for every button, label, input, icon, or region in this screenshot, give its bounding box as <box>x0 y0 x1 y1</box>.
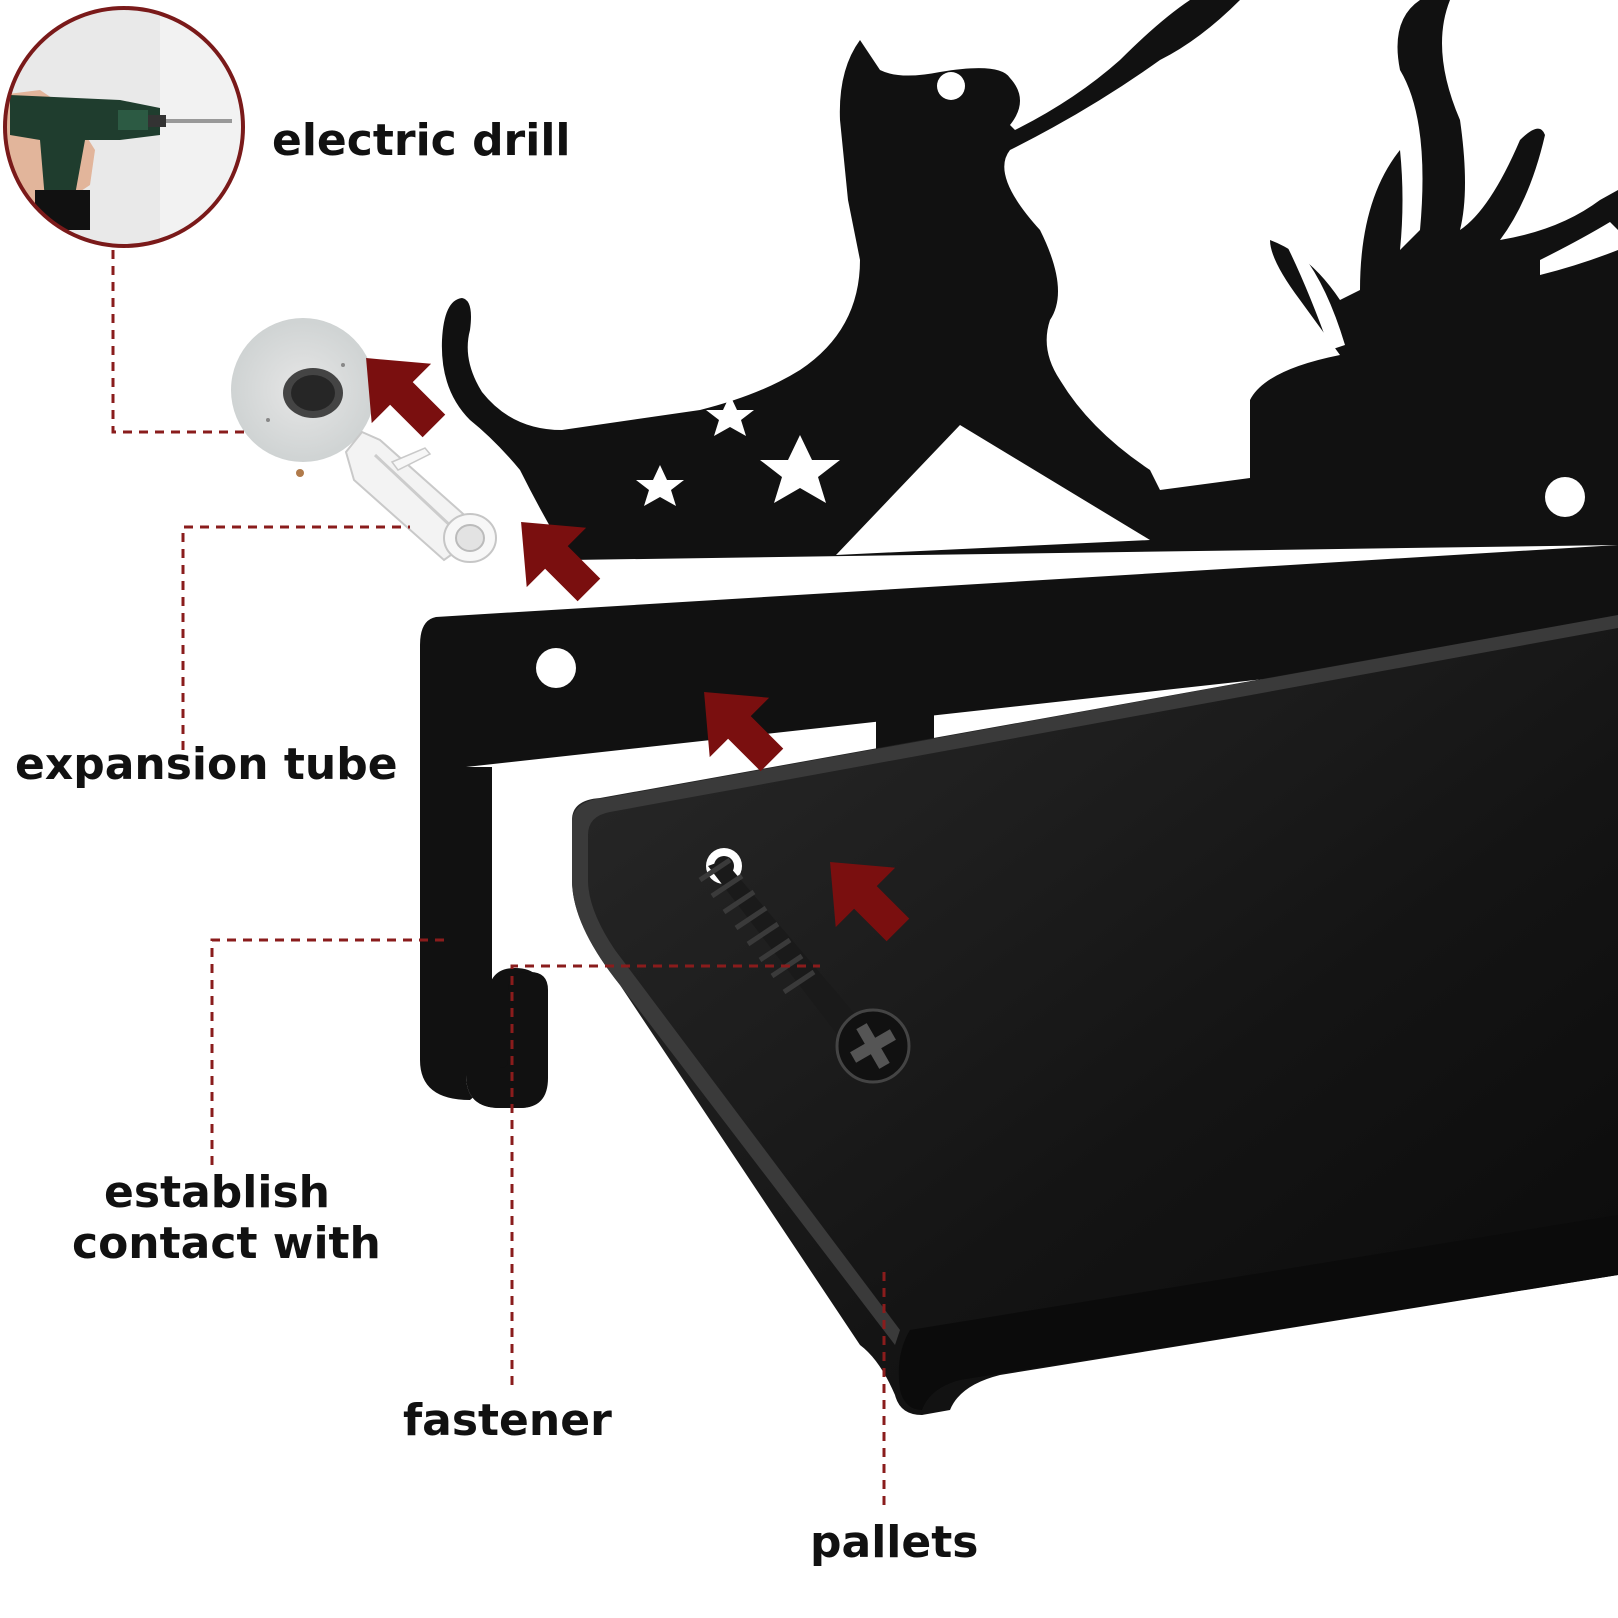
label-establish-line1: establish <box>104 1167 330 1218</box>
arrow-icon <box>830 862 910 942</box>
leader-lines <box>111 250 886 1505</box>
label-fastener: fastener <box>403 1395 612 1446</box>
phillips-screw <box>698 857 911 1084</box>
wall-hole-photo <box>231 318 375 477</box>
electric-drill-photo <box>3 6 245 248</box>
arrow-icon <box>366 358 446 438</box>
plate-cutouts <box>536 72 1618 688</box>
arrow-icon <box>521 522 601 602</box>
plastic-anchor <box>344 430 497 563</box>
label-expansion-tube: expansion tube <box>15 739 398 790</box>
label-establish-line2: contact with <box>72 1217 381 1269</box>
leader-line-establish <box>210 938 445 1165</box>
arrow-icon <box>704 692 784 772</box>
label-electric-drill: electric drill <box>272 115 571 166</box>
leader-line-fastener <box>510 964 820 1385</box>
leader-line-drill <box>111 250 245 434</box>
leader-line-expansion-tube <box>181 525 410 750</box>
label-pallets: pallets <box>810 1517 979 1568</box>
direction-arrows <box>366 358 910 942</box>
label-establish-contact: establish contact with <box>72 1167 381 1269</box>
